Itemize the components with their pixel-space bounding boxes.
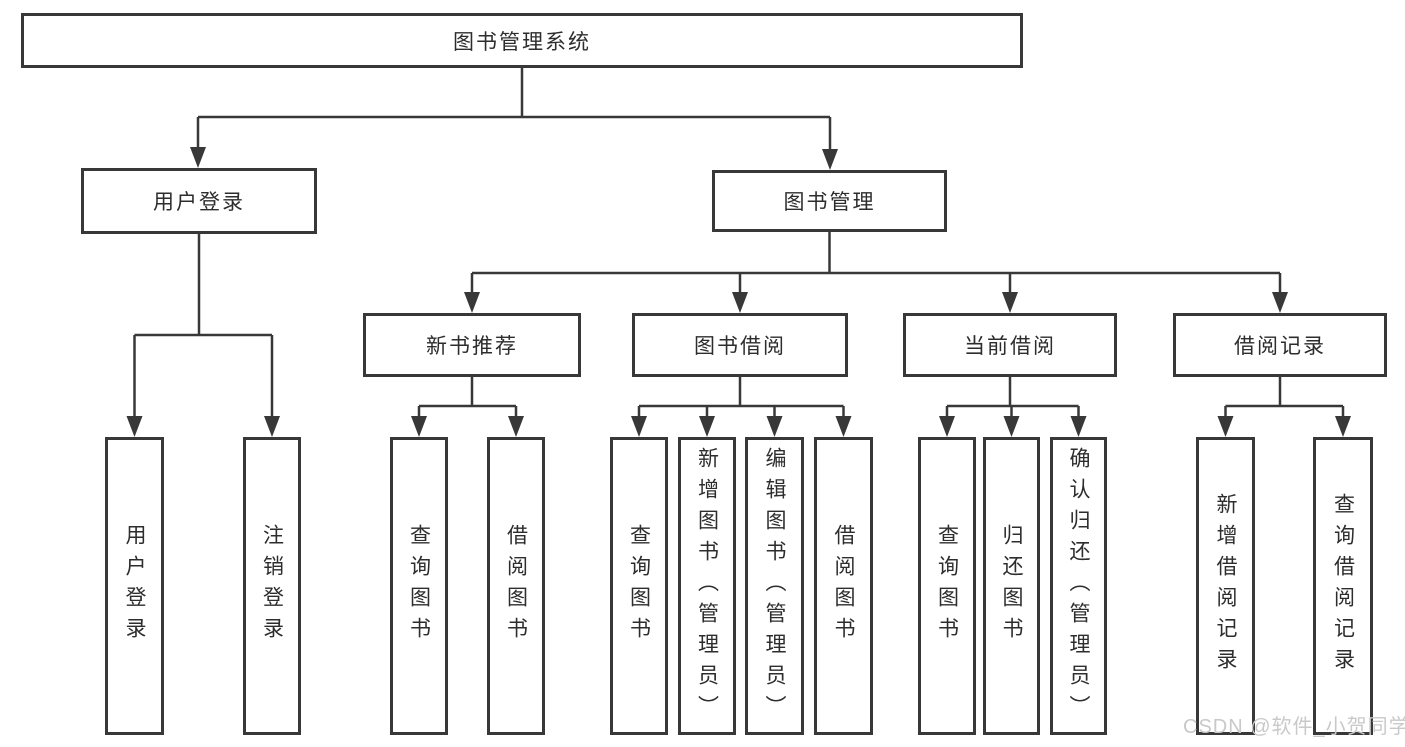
node-new-book-recommend: 新书推荐 xyxy=(363,313,581,377)
leaf-add-borrow-record-label: 新增借阅记录 xyxy=(1214,493,1237,679)
arrowhead-icons xyxy=(126,147,1351,437)
leaf-logout: 注销登录 xyxy=(243,437,301,735)
connector-lines xyxy=(133,68,1345,420)
node-book-borrow: 图书借阅 xyxy=(632,313,848,377)
leaf-edit-book-admin-label: 编辑图书（管理员） xyxy=(763,446,786,726)
leaf-user-login-label: 用户登录 xyxy=(123,524,146,648)
leaf-add-book-admin: 新增图书（管理员） xyxy=(678,437,736,735)
leaf-confirm-return-admin-label: 确认归还（管理员） xyxy=(1067,446,1090,726)
leaf-user-login: 用户登录 xyxy=(105,437,164,735)
leaf-return-book-label: 归还图书 xyxy=(1000,524,1023,648)
node-borrow-records: 借阅记录 xyxy=(1173,313,1387,377)
leaf-query-books-current: 查询图书 xyxy=(918,437,976,735)
watermark: CSDN @软件_小贺同学 xyxy=(1183,716,1405,738)
leaf-borrow-books-borrow: 借阅图书 xyxy=(814,437,873,735)
leaf-return-book: 归还图书 xyxy=(983,437,1040,735)
leaf-logout-label: 注销登录 xyxy=(260,524,284,648)
leaf-edit-book-admin: 编辑图书（管理员） xyxy=(745,437,804,735)
leaf-borrow-books-borrow-label: 借阅图书 xyxy=(832,524,855,648)
leaf-query-books-recommend: 查询图书 xyxy=(390,437,448,735)
node-root: 图书管理系统 xyxy=(21,13,1023,68)
leaf-query-books-current-label: 查询图书 xyxy=(935,524,959,648)
leaf-query-borrow-record-label: 查询借阅记录 xyxy=(1331,493,1355,679)
leaf-query-books-borrow: 查询图书 xyxy=(610,437,668,735)
leaf-query-borrow-record: 查询借阅记录 xyxy=(1313,437,1373,735)
leaf-query-books-recommend-label: 查询图书 xyxy=(407,524,431,648)
leaf-query-books-borrow-label: 查询图书 xyxy=(627,524,651,648)
node-current-borrow: 当前借阅 xyxy=(903,313,1117,377)
node-book-management: 图书管理 xyxy=(712,170,947,232)
leaf-borrow-books-recommend: 借阅图书 xyxy=(487,437,545,735)
leaf-add-book-admin-label: 新增图书（管理员） xyxy=(695,446,719,726)
leaf-confirm-return-admin: 确认归还（管理员） xyxy=(1050,437,1107,735)
leaf-add-borrow-record: 新增借阅记录 xyxy=(1196,437,1255,735)
leaf-borrow-books-recommend-label: 借阅图书 xyxy=(504,524,528,648)
node-user-login: 用户登录 xyxy=(81,168,317,234)
